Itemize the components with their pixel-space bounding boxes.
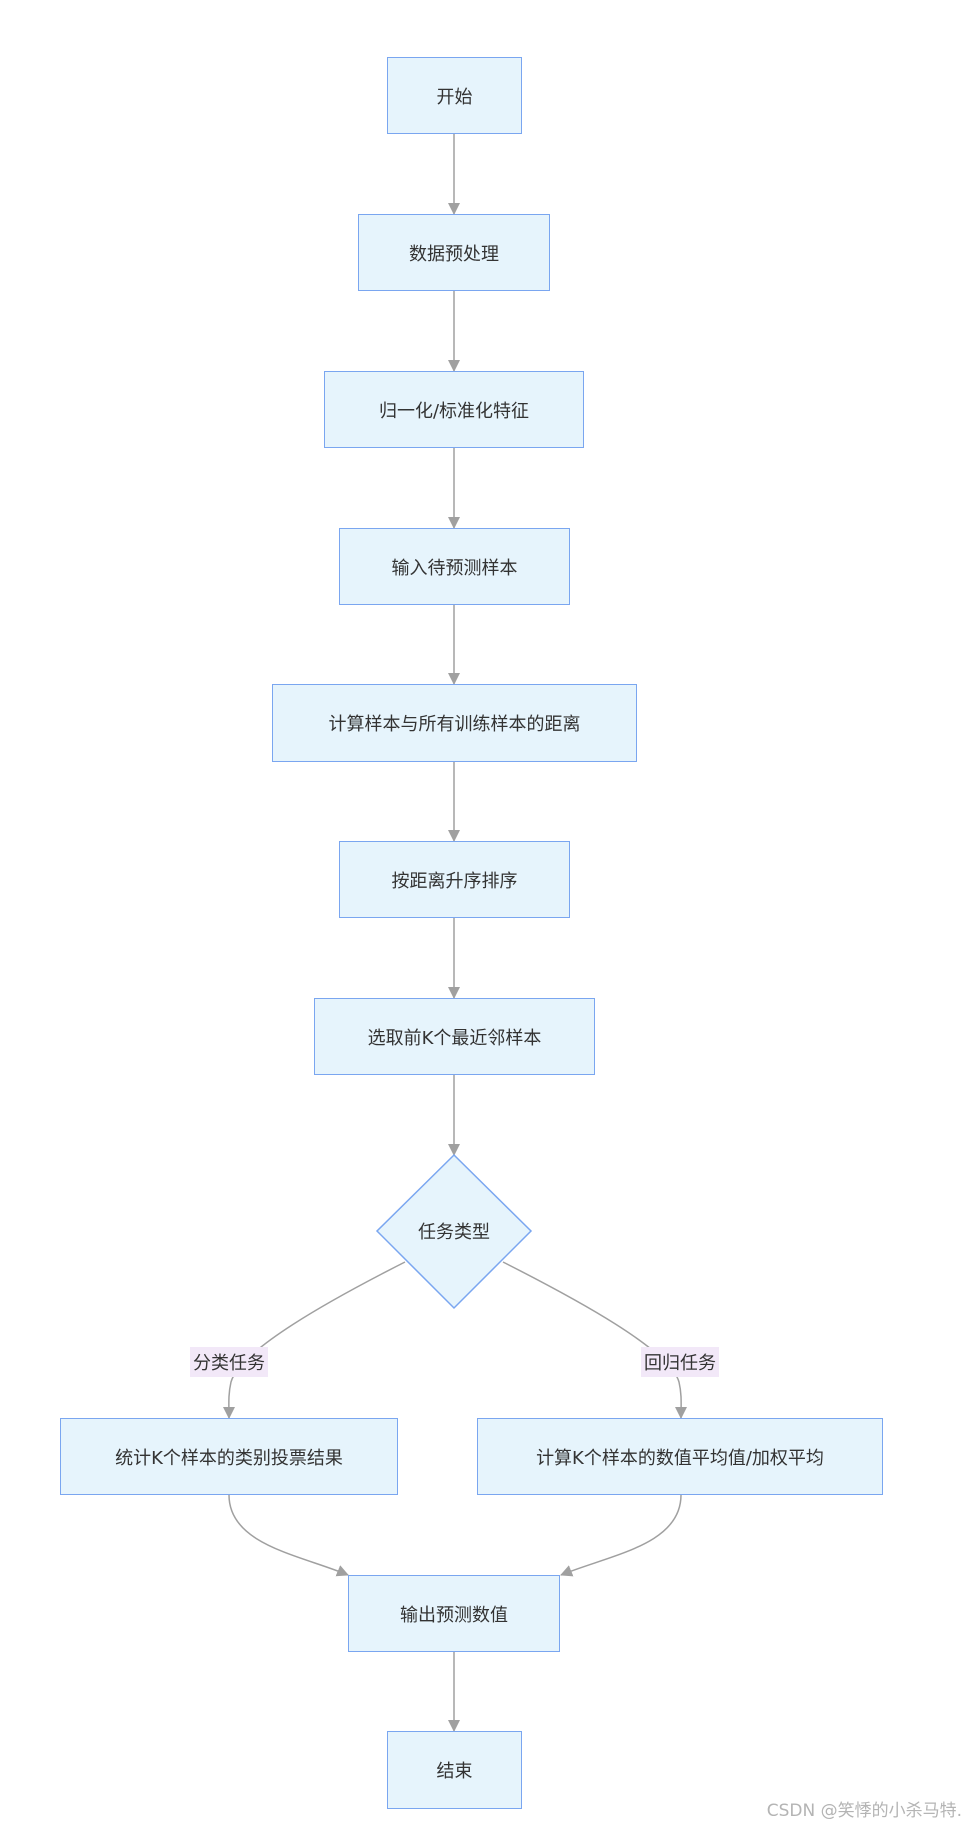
node-output: 输出预测数值 (348, 1575, 560, 1652)
node-sort-distance: 按距离升序排序 (339, 841, 570, 918)
edge-decision-to-regression (502, 1261, 688, 1419)
decision-task-type-label: 任务类型 (418, 1222, 490, 1243)
csdn-watermark: CSDN @笑悸的小杀马特. (766, 1801, 962, 1821)
node-end: 结束 (387, 1731, 522, 1809)
edge-decision-to-classification (222, 1261, 406, 1419)
node-input-sample: 输入待预测样本 (339, 528, 570, 605)
edge-classification-to-output (228, 1494, 349, 1577)
decision-diamond-shape (375, 1153, 533, 1310)
node-start: 开始 (387, 57, 522, 134)
node-regression: 计算K个样本的数值平均值/加权平均 (477, 1418, 883, 1495)
node-preprocess: 数据预处理 (358, 214, 550, 291)
node-classification: 统计K个样本的类别投票结果 (60, 1418, 398, 1495)
edge-label-classification: 分类任务 (190, 1347, 268, 1377)
node-normalize: 归一化/标准化特征 (324, 371, 584, 448)
node-select-k: 选取前K个最近邻样本 (314, 998, 595, 1075)
edge-regression-to-output (560, 1494, 682, 1577)
edge-label-regression: 回归任务 (641, 1347, 719, 1377)
node-compute-distance: 计算样本与所有训练样本的距离 (272, 684, 637, 762)
